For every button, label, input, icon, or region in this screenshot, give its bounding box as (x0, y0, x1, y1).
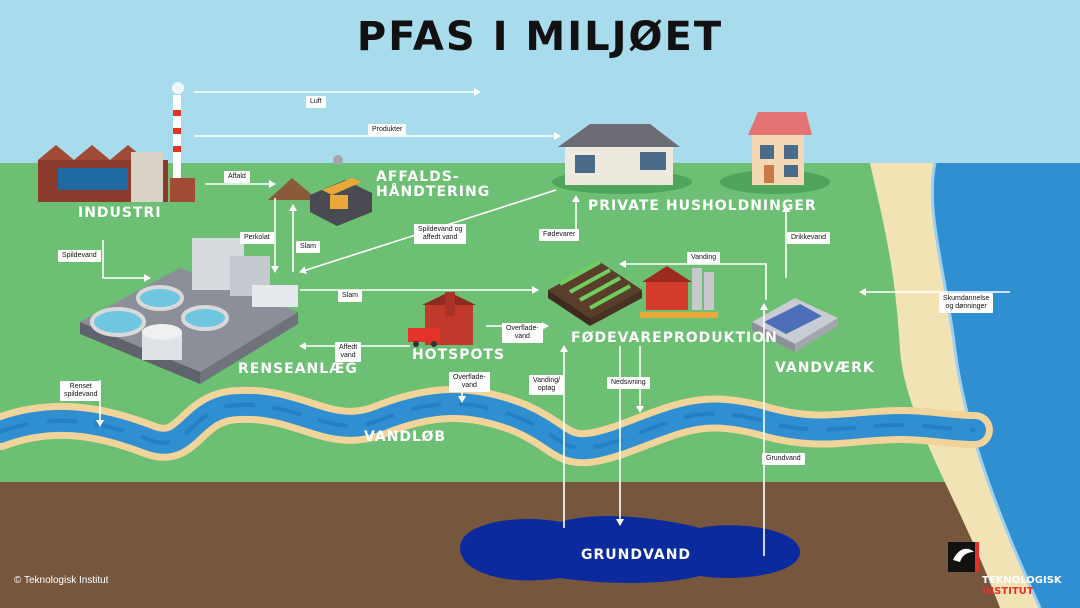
brand-line-2: INSTITUT (982, 586, 1034, 597)
node-vandvaerk: VANDVÆRK (775, 360, 875, 376)
node-industri: INDUSTRI (78, 205, 162, 221)
flow-label-spildevand: Spildevand (58, 250, 101, 262)
node-private-husholdninger: PRIVATE HUSHOLDNINGER (588, 198, 817, 214)
flow-label-affald: Affald (224, 171, 250, 183)
node-affaldshaandtering: AFFALDS- HÅNDTERING (376, 169, 491, 200)
flow-label-foedevarer: Fødevarer (539, 229, 580, 241)
flow-label-drikkevand: Drikkevand (787, 232, 831, 244)
node-foedevareproduktion: FØDEVAREPRODUKTION (571, 330, 778, 346)
treatment-plant (80, 238, 298, 384)
fire-station (408, 292, 476, 347)
flow-label-slam: Slam (338, 290, 362, 302)
node-renseanlaeg: RENSEANLÆG (238, 361, 358, 377)
teknologisk-logo-mark (948, 542, 979, 572)
flow-label-skumdannelse: Skumdannelse og dønninger (939, 293, 994, 313)
brand-wordmark: TEKNOLOGISK INSTITUT (982, 575, 1062, 597)
farm-field (548, 260, 642, 326)
flow-label-vanding: Vanding (687, 252, 721, 264)
private-house (552, 124, 692, 194)
barn (640, 266, 718, 318)
flow-label-perkolat: Perkolat (240, 232, 274, 244)
brand-line-1: TEKNOLOGISK (982, 575, 1062, 586)
flow-label-produkter: Produkter (368, 124, 407, 136)
diagram-title: PFAS I MILJØET (356, 14, 724, 60)
groundwater-pool (460, 515, 800, 583)
flow-label-overfladevand-vandloeb: Overflade- vand (449, 372, 490, 392)
flow-label-grundvand: Grundvand (762, 453, 805, 465)
flow-label-renset-spildevand: Renset spildevand (60, 381, 102, 401)
river (0, 385, 993, 467)
flow-label-luft: Luft (306, 96, 326, 108)
waterworks (752, 298, 838, 352)
node-vandloeb: VANDLØB (364, 429, 447, 445)
sea (932, 163, 1080, 608)
flow-label-slam-affald: Slam (296, 241, 320, 253)
flow-label-spildevand-affedt: Spildevand og affedt vand (414, 224, 467, 244)
town-house (720, 112, 830, 194)
node-grundvand: GRUNDVAND (581, 547, 692, 563)
node-hotspots: HOTSPOTS (412, 347, 506, 363)
flow-label-affedt-vand: Affedt vand (335, 342, 362, 362)
waste-facility (268, 155, 372, 226)
flow-label-vanding-optag: Vanding/ optag (529, 375, 565, 395)
flow-label-nedsivning: Nedsivning (607, 377, 650, 389)
flow-label-overfladevand-hotspot: Overflade- vand (502, 323, 543, 343)
copyright-text: © Teknologisk Institut (14, 575, 109, 586)
industry-factory (38, 82, 195, 202)
